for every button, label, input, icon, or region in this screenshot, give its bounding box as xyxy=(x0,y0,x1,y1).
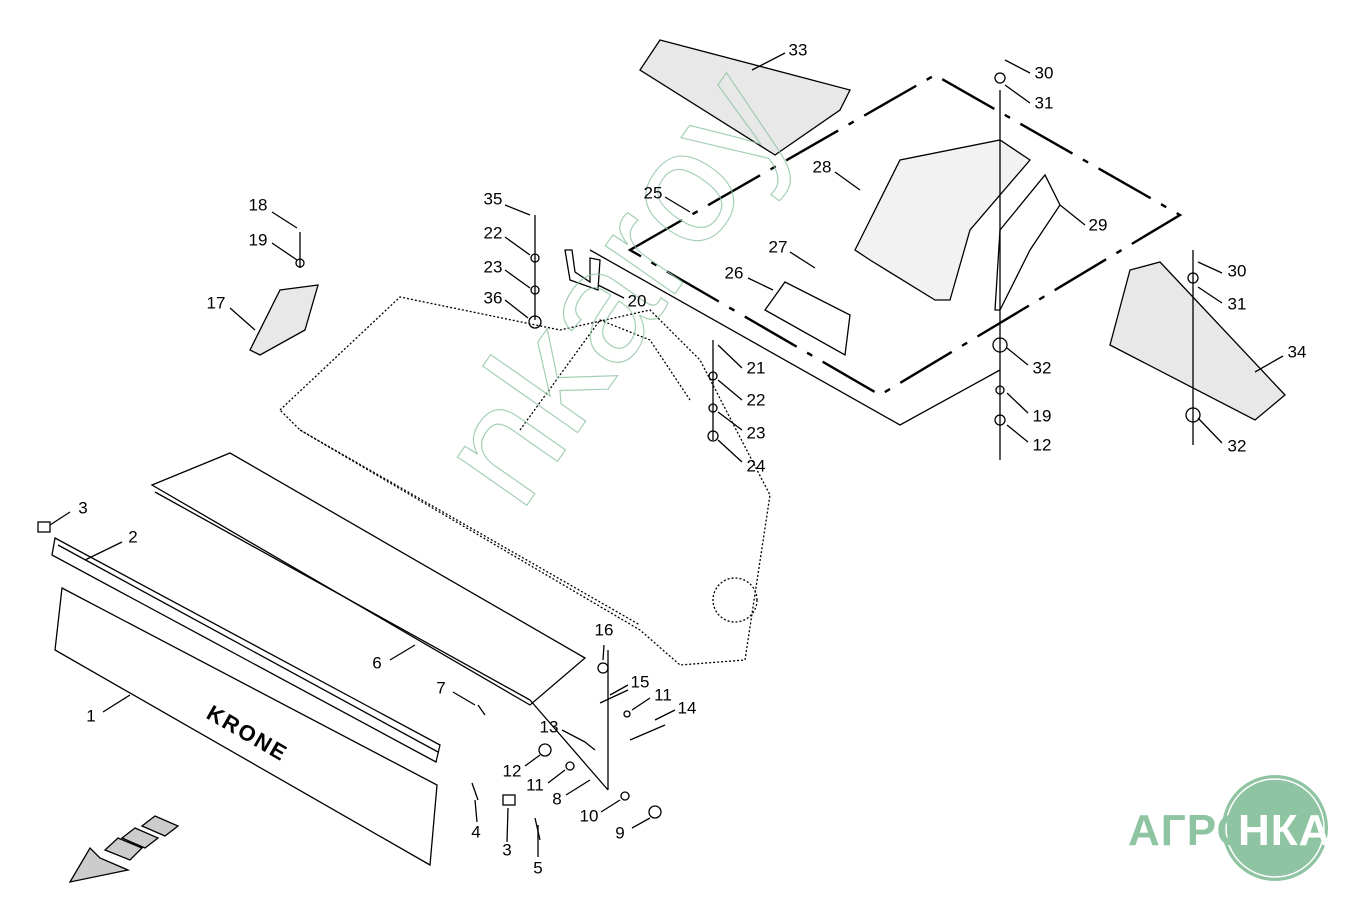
callout: 27 xyxy=(768,237,788,257)
callout: 12 xyxy=(1032,435,1052,455)
callout: 10 xyxy=(579,806,599,826)
side-cap xyxy=(249,284,319,356)
callout: 30 xyxy=(1227,261,1247,281)
callout: 32 xyxy=(1227,436,1247,456)
callout: 22 xyxy=(746,390,766,410)
callout: 31 xyxy=(1034,93,1054,113)
callout: 8 xyxy=(552,789,562,809)
callout: 13 xyxy=(539,717,559,737)
callout: 11 xyxy=(526,775,544,795)
logo-circle xyxy=(1222,775,1328,881)
callout: 14 xyxy=(677,698,697,718)
bracket-20 xyxy=(564,249,601,291)
callout: 36 xyxy=(483,288,503,308)
callout: 9 xyxy=(615,823,625,843)
callout: 32 xyxy=(1032,358,1052,378)
shield-left xyxy=(639,39,851,156)
callout: 30 xyxy=(1034,63,1054,83)
callout: 1 xyxy=(86,706,96,726)
main-housing xyxy=(279,296,771,666)
callout: 25 xyxy=(643,183,663,203)
callout: 21 xyxy=(746,358,766,378)
logo-text-left: АГРО xyxy=(1128,806,1252,855)
callout: 35 xyxy=(483,189,503,209)
callout: 22 xyxy=(483,223,503,243)
callout: 6 xyxy=(372,653,382,673)
front-panel xyxy=(54,586,438,867)
callout: 3 xyxy=(78,498,88,518)
callout: 19 xyxy=(1032,406,1052,426)
callout: 20 xyxy=(627,291,647,311)
callout: 11 xyxy=(654,685,672,705)
callout: 4 xyxy=(471,822,481,842)
callout: 24 xyxy=(746,456,766,476)
callout: 29 xyxy=(1088,215,1108,235)
callout: 19 xyxy=(248,230,268,250)
callout: 16 xyxy=(594,620,614,640)
callout: 23 xyxy=(483,257,503,277)
callout: 31 xyxy=(1227,294,1247,314)
sheet-29 xyxy=(994,173,1061,311)
callout: 28 xyxy=(812,157,832,177)
decal-26 xyxy=(764,281,851,357)
plate xyxy=(150,452,587,706)
cover-outline xyxy=(627,73,1183,397)
callout: 33 xyxy=(788,40,808,60)
callout: 2 xyxy=(128,527,138,547)
callout: 26 xyxy=(724,263,744,283)
callout: 18 xyxy=(248,195,268,215)
callout: 12 xyxy=(502,761,522,781)
callout: 15 xyxy=(630,672,650,692)
direction-arrow xyxy=(68,846,131,883)
logo-text-right: НКА xyxy=(1238,806,1332,855)
rail xyxy=(51,537,441,763)
callout: 7 xyxy=(436,678,446,698)
callout: 34 xyxy=(1287,342,1307,362)
callout: 3 xyxy=(502,840,512,860)
callout: 17 xyxy=(206,293,226,313)
callout: 5 xyxy=(533,858,543,878)
shield-right xyxy=(1109,261,1286,421)
center-hood xyxy=(854,139,1031,301)
callout: 23 xyxy=(746,423,766,443)
